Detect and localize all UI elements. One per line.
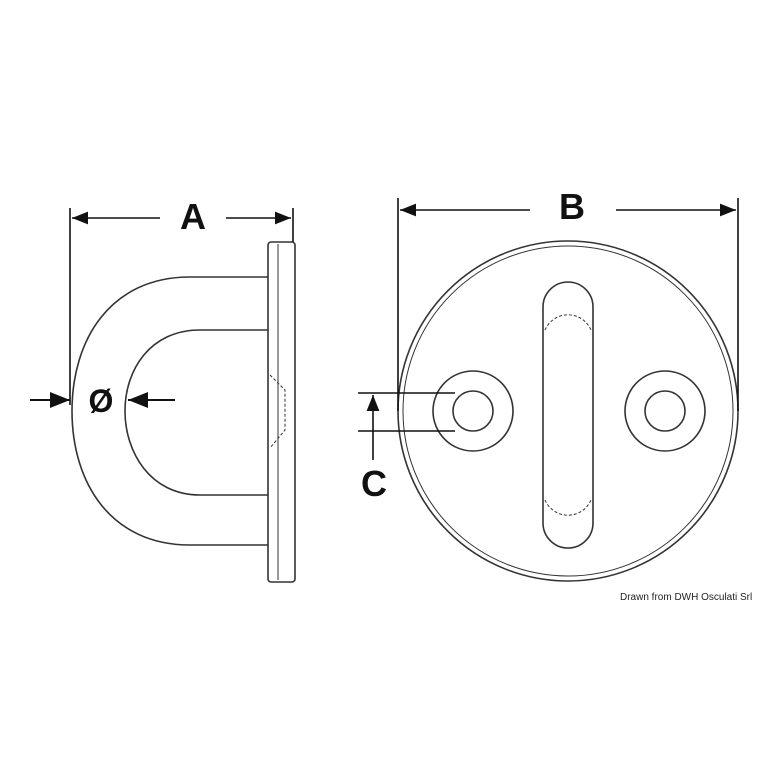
dimension-b xyxy=(397,198,739,411)
base-plate-outer xyxy=(397,240,739,582)
dimension-c xyxy=(358,392,455,460)
dimension-a xyxy=(69,208,294,405)
label-a: A xyxy=(180,196,206,237)
credit-text: Drawn from DWH Osculati Srl xyxy=(620,592,753,603)
label-b: B xyxy=(559,186,585,227)
label-diameter: Ø xyxy=(89,383,114,419)
eye-slot xyxy=(542,281,594,549)
screw-hole-left-outer xyxy=(432,370,514,452)
front-view xyxy=(397,240,739,582)
eye-outer xyxy=(71,276,268,546)
base-plate-side xyxy=(267,241,296,583)
eye-inner xyxy=(124,329,268,496)
side-view xyxy=(71,241,296,583)
screw-hole-left xyxy=(452,390,494,432)
label-c: C xyxy=(361,463,387,504)
screw-hole-right-outer xyxy=(624,370,706,452)
screw-hole-right xyxy=(644,390,686,432)
